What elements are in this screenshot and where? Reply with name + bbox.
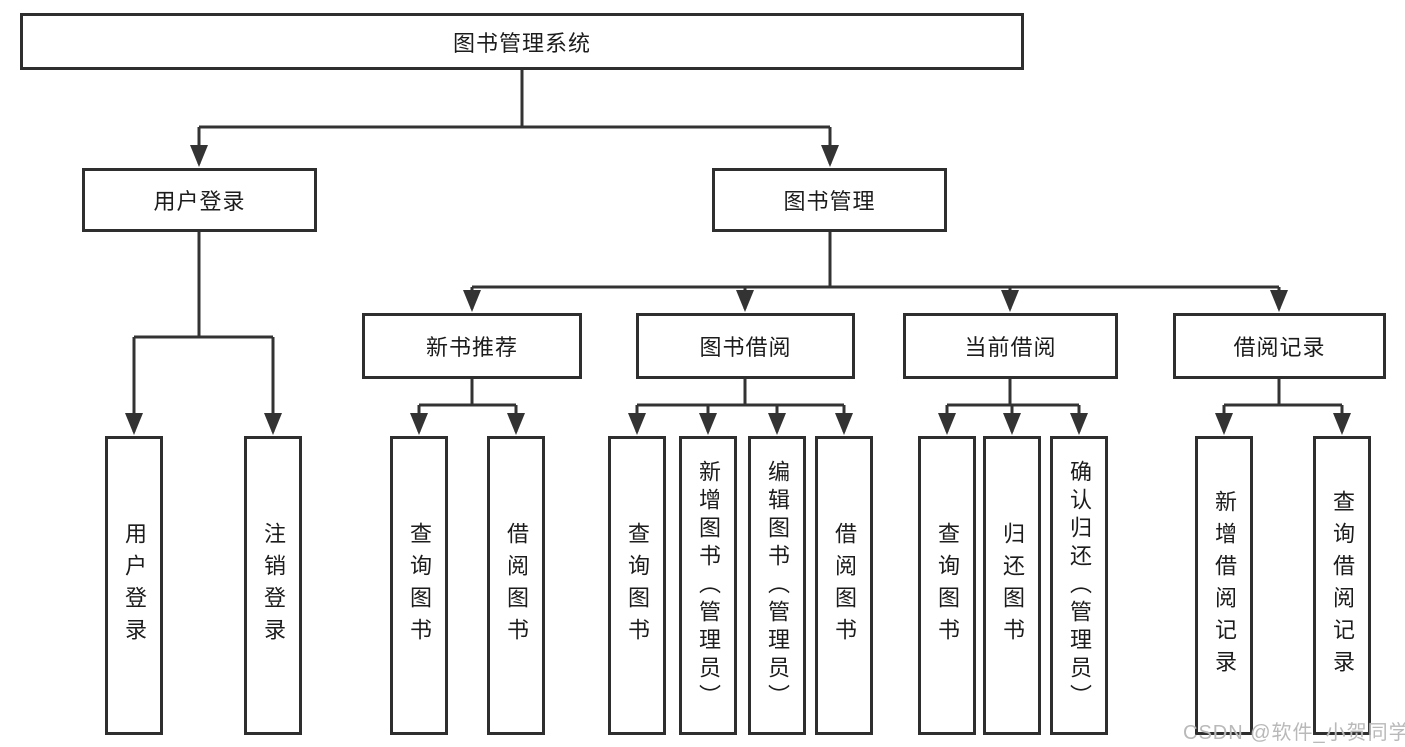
node-borrowing-records: 借阅记录	[1173, 313, 1386, 379]
node-leaf-current-confirm-return: 确认归还（管理员）	[1050, 436, 1108, 735]
node-new-book-recommendation-label: 新书推荐	[425, 335, 518, 360]
node-current-borrowing: 当前借阅	[903, 313, 1118, 379]
node-leaf-borrowing-edit-books-label: 编辑图书（管理员）	[765, 459, 790, 712]
node-user-login-label: 用户登录	[153, 189, 246, 214]
node-book-management: 图书管理	[712, 168, 947, 232]
node-borrowing-records-label: 借阅记录	[1233, 335, 1326, 360]
node-leaf-current-query-books: 查询图书	[918, 436, 976, 735]
node-leaf-records-query-record-label: 查询借阅记录	[1330, 489, 1355, 682]
node-leaf-logout-label: 注销登录	[261, 521, 286, 650]
node-leaf-recommend-query-books: 查询图书	[390, 436, 448, 735]
connector-records-elbow	[1224, 379, 1342, 407]
node-leaf-logout: 注销登录	[244, 436, 302, 735]
node-leaf-recommend-borrow-books: 借阅图书	[487, 436, 545, 735]
node-book-borrowing-label: 图书借阅	[699, 335, 792, 360]
connector-book-management-elbow	[472, 232, 1279, 289]
node-leaf-current-return-books: 归还图书	[983, 436, 1041, 735]
node-book-borrowing: 图书借阅	[636, 313, 855, 379]
node-leaf-borrowing-query-books: 查询图书	[608, 436, 666, 735]
node-root-system-label: 图书管理系统	[452, 30, 591, 56]
connector-user-login-elbow	[134, 232, 273, 339]
node-leaf-current-confirm-return-label: 确认归还（管理员）	[1067, 459, 1092, 712]
node-leaf-borrowing-borrow-books: 借阅图书	[815, 436, 873, 735]
connector-borrowing-elbow	[637, 379, 844, 407]
node-leaf-user-login-label: 用户登录	[122, 521, 147, 650]
connector-root-elbow	[199, 70, 830, 129]
connector-current-elbow	[947, 379, 1079, 407]
node-leaf-borrowing-edit-books: 编辑图书（管理员）	[748, 436, 806, 735]
node-leaf-records-query-record: 查询借阅记录	[1313, 436, 1371, 735]
node-book-management-label: 图书管理	[783, 189, 876, 214]
node-leaf-recommend-query-books-label: 查询图书	[407, 521, 432, 650]
node-leaf-borrowing-add-books: 新增图书（管理员）	[679, 436, 737, 735]
node-leaf-records-add-record: 新增借阅记录	[1195, 436, 1253, 735]
node-leaf-borrowing-borrow-books-label: 借阅图书	[832, 521, 857, 650]
node-leaf-user-login: 用户登录	[105, 436, 163, 735]
node-leaf-borrowing-query-books-label: 查询图书	[625, 521, 650, 650]
node-leaf-current-return-books-label: 归还图书	[1000, 521, 1025, 650]
node-user-login: 用户登录	[82, 168, 317, 232]
node-root-system: 图书管理系统	[20, 13, 1024, 70]
node-leaf-recommend-borrow-books-label: 借阅图书	[504, 521, 529, 650]
node-current-borrowing-label: 当前借阅	[964, 335, 1057, 360]
connector-recommendation-elbow	[419, 379, 516, 407]
node-leaf-current-query-books-label: 查询图书	[935, 521, 960, 650]
node-leaf-records-add-record-label: 新增借阅记录	[1212, 489, 1237, 682]
csdn-watermark: CSDN @软件_小贺同学	[1183, 722, 1405, 744]
node-leaf-borrowing-add-books-label: 新增图书（管理员）	[696, 459, 721, 712]
node-new-book-recommendation: 新书推荐	[362, 313, 582, 379]
